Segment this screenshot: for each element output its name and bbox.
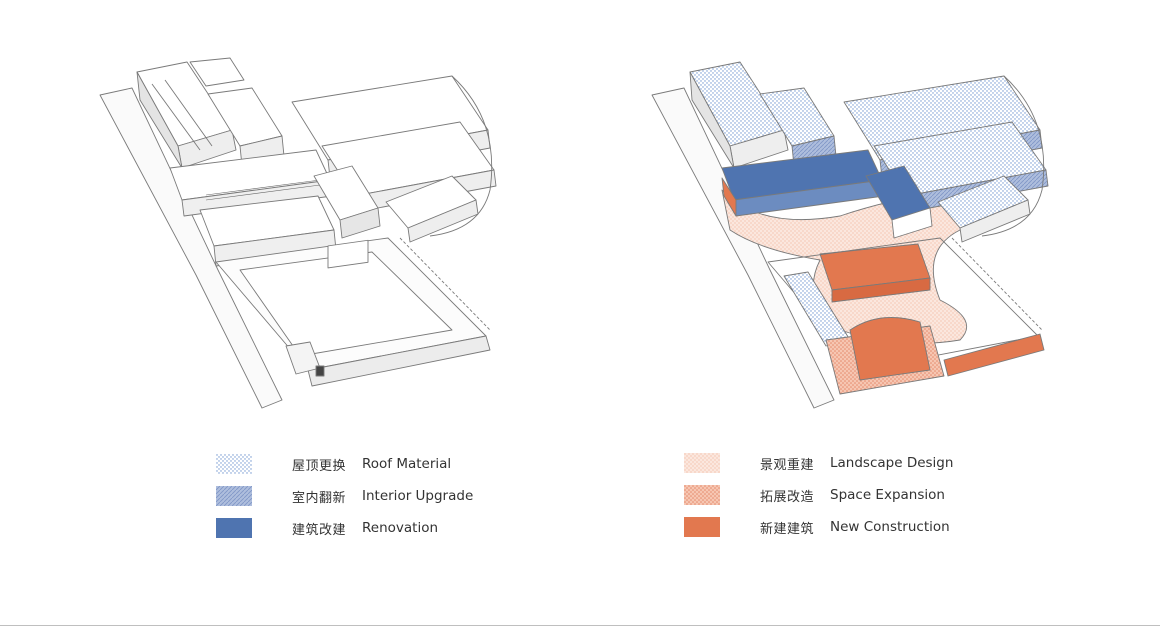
legend-zh-label: 屋顶更换	[292, 458, 347, 474]
new-construction-swatch	[684, 517, 720, 537]
legend-zh-label: 拓展改造	[760, 489, 815, 505]
legend-en-label: Renovation	[362, 520, 439, 536]
renovation-swatch	[216, 518, 252, 538]
interior-upgrade-swatch	[216, 486, 252, 506]
legend-en-label: New Construction	[830, 519, 950, 535]
legend-en-label: Roof Material	[362, 456, 452, 472]
landscape-design-swatch	[684, 453, 720, 473]
legend-en-label: Space Expansion	[830, 487, 945, 503]
bottom-divider	[0, 625, 1160, 626]
space-expansion-swatch	[684, 485, 720, 505]
legend-zh-label: 室内翻新	[292, 490, 347, 506]
roof-material-swatch	[216, 454, 252, 474]
legend-item-space-expansion: 拓展改造 Space Expansion	[684, 482, 945, 508]
legend-item-roof-material: 屋顶更换 Roof Material	[216, 451, 451, 477]
legend-zh-label: 景观重建	[760, 457, 815, 473]
legend-item-renovation: 建筑改建 Renovation	[216, 515, 438, 541]
legend-item-new-construction: 新建建筑 New Construction	[684, 514, 950, 540]
legend-item-interior-upgrade: 室内翻新 Interior Upgrade	[216, 483, 473, 509]
legend-zh-label: 新建建筑	[760, 521, 815, 537]
legend-item-landscape-design: 景观重建 Landscape Design	[684, 450, 953, 476]
legend-en-label: Interior Upgrade	[362, 488, 474, 504]
legend-zh-label: 建筑改建	[292, 522, 347, 538]
legend-en-label: Landscape Design	[830, 455, 954, 471]
